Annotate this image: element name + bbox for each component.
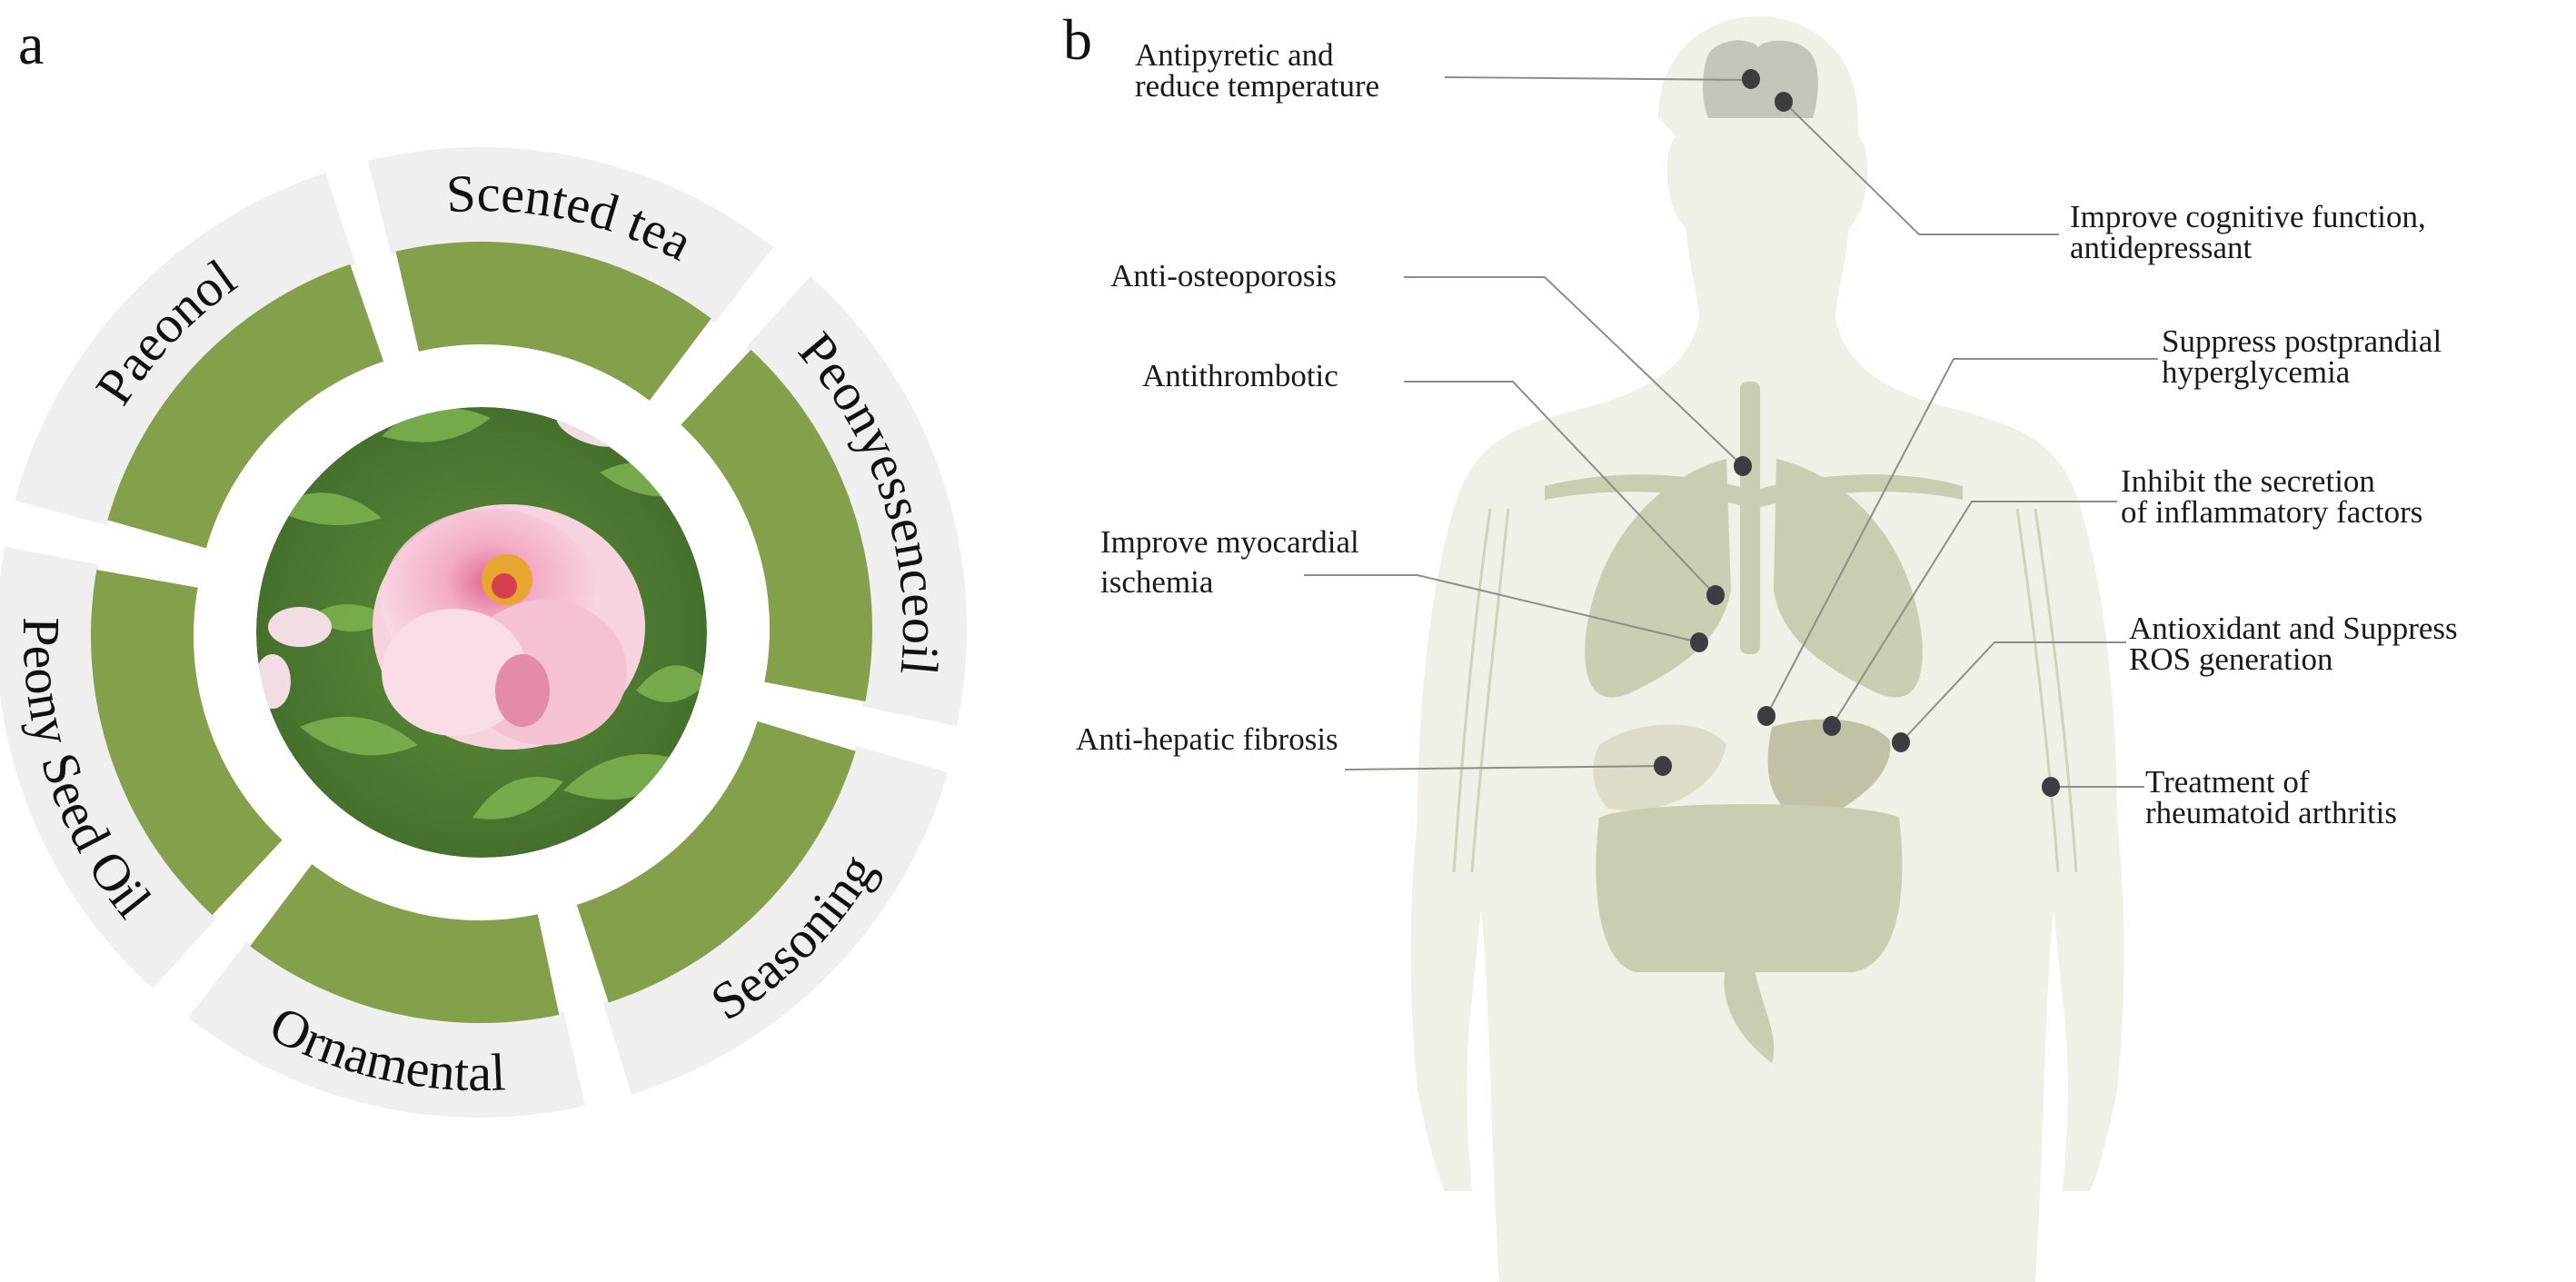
- segment-inner-band: [90, 570, 283, 916]
- panel-b: b: [1063, 7, 2465, 1282]
- right-lung: [1774, 459, 1923, 698]
- dot-ros: [1892, 732, 1910, 752]
- dot-inflammatory: [1823, 716, 1841, 736]
- segment-outer-band: [187, 941, 586, 1118]
- callout-ros: Antioxidant and Suppress ROS generation: [2129, 611, 2465, 677]
- callout-line: Inhibit the secretion: [2121, 463, 2375, 499]
- segment-outer-band: [0, 546, 218, 989]
- segment-outer-band: [602, 745, 949, 1095]
- leader-osteoporosis: [1404, 276, 1744, 467]
- body-silhouette: [1410, 16, 2124, 1282]
- ring-segment: Peonyessenceoil: [681, 275, 967, 727]
- ring-segment: Ornamental: [187, 864, 586, 1118]
- callout-leaders: [1304, 76, 2158, 788]
- human-body: [1410, 16, 2124, 1282]
- ring-segment: Peony Seed Oil: [0, 546, 283, 989]
- callout-line: ROS generation: [2129, 641, 2333, 677]
- peony-flower: [373, 504, 645, 750]
- dot-brain-cognitive: [1775, 92, 1793, 112]
- segment-outer-band: [745, 275, 967, 727]
- callout-osteoporosis: Anti-osteoporosis: [1110, 258, 1337, 293]
- leader-myocardial: [1304, 574, 1700, 643]
- callout-line: ischemia: [1100, 564, 1214, 600]
- callout-labels: Antipyretic and reduce temperature Impro…: [1076, 37, 2465, 830]
- leader-antipyretic: [1444, 76, 1752, 81]
- callout-line: Improve cognitive function,: [2070, 199, 2426, 234]
- callout-hepatic: Anti-hepatic fibrosis: [1076, 721, 1338, 757]
- dot-osteoporosis: [1734, 456, 1752, 476]
- ring-segment: Scented tea: [368, 147, 774, 401]
- clavicles: [1545, 474, 1963, 509]
- callout-antipyretic: Antipyretic and reduce temperature: [1135, 37, 1379, 104]
- segment-outer-band: [15, 173, 356, 526]
- callout-hyperglycemia: Suppress postprandial hyperglycemia: [2162, 323, 2450, 390]
- segment-inner-band: [107, 263, 384, 549]
- dot-hepatic: [1654, 756, 1672, 776]
- panel-letter-a: a: [18, 12, 44, 76]
- callout-line: antidepressant: [2070, 230, 2252, 265]
- leader-hepatic: [1344, 765, 1664, 770]
- stomach: [1767, 719, 1891, 822]
- arm-veins: [1452, 508, 2078, 873]
- callout-line: Antithrombotic: [1142, 358, 1338, 393]
- peony-photo: [256, 407, 707, 858]
- marker-dots: [1654, 69, 2060, 797]
- callout-line: reduce temperature: [1135, 68, 1379, 104]
- dot-hyperglycemia: [1757, 706, 1775, 726]
- dot-antithrombotic: [1706, 585, 1725, 605]
- segment-inner-band: [250, 864, 560, 1024]
- callout-line: Improve myocardial: [1100, 524, 1359, 560]
- callout-cognitive: Improve cognitive function, antidepressa…: [2070, 199, 2433, 265]
- callout-line: Treatment of: [2145, 764, 2310, 800]
- callout-line: rheumatoid arthritis: [2145, 795, 2397, 830]
- callout-myocardial: Improve myocardial ischemia: [1100, 524, 1368, 600]
- callout-line: hyperglycemia: [2162, 354, 2351, 390]
- callout-line: Anti-hepatic fibrosis: [1076, 721, 1338, 757]
- segment-outer-band: [368, 147, 774, 323]
- leader-cognitive: [1783, 101, 2059, 235]
- leader-antithrombotic: [1404, 381, 1716, 596]
- callout-inflammatory: Inhibit the secretion of inflammatory fa…: [2121, 463, 2422, 530]
- leader-hyperglycemia: [1765, 358, 2158, 717]
- callout-line: Suppress postprandial: [2162, 323, 2442, 359]
- callout-arthritis: Treatment of rheumatoid arthritis: [2145, 764, 2397, 830]
- segment-inner-band: [395, 242, 711, 401]
- dot-arthritis: [2042, 777, 2060, 797]
- leader-inflammatory: [1831, 501, 2117, 727]
- callout-antithrombotic: Antithrombotic: [1142, 358, 1338, 393]
- leader-ros: [1900, 641, 2126, 743]
- trachea: [1740, 382, 1760, 654]
- organs: [1545, 382, 1963, 1063]
- segment-inner-band: [576, 721, 856, 1003]
- panel-letter-b: b: [1063, 7, 1092, 72]
- callout-line: Antipyretic and: [1135, 37, 1334, 73]
- callout-line: of inflammatory factors: [2121, 494, 2422, 530]
- dot-myocardial: [1690, 632, 1708, 652]
- callout-line: Anti-osteoporosis: [1110, 258, 1337, 293]
- colon-tail: [1724, 963, 1775, 1063]
- callout-line: Antioxidant and Suppress: [2129, 611, 2458, 646]
- intestines: [1596, 804, 1903, 972]
- dot-brain-antipyretic: [1742, 69, 1760, 89]
- segment-inner-band: [681, 349, 873, 702]
